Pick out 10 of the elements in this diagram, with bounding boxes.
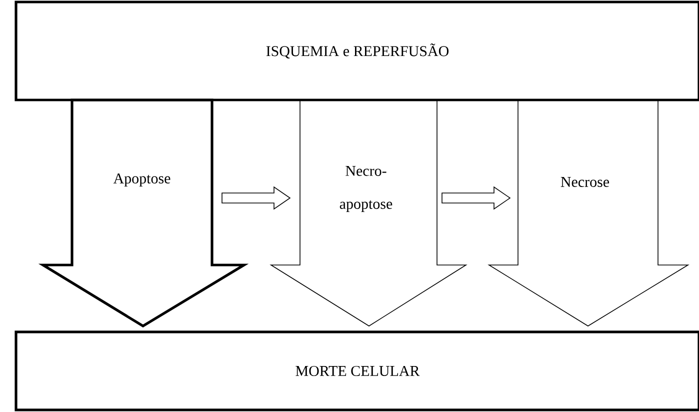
block-arrow — [270, 100, 468, 326]
band-box: ISQUEMIA e REPERFUSÃO — [14, 0, 699, 102]
stage-label: Necrose — [560, 177, 610, 187]
hollow-arrow — [442, 186, 511, 210]
band-box: MORTE CELULAR — [14, 330, 699, 412]
stage-label: Apoptose — [113, 173, 170, 187]
hollow-arrow — [222, 186, 291, 210]
block-arrow — [488, 100, 690, 326]
block-arrow — [38, 98, 249, 328]
stage-label: Necro- apoptose — [340, 166, 392, 212]
